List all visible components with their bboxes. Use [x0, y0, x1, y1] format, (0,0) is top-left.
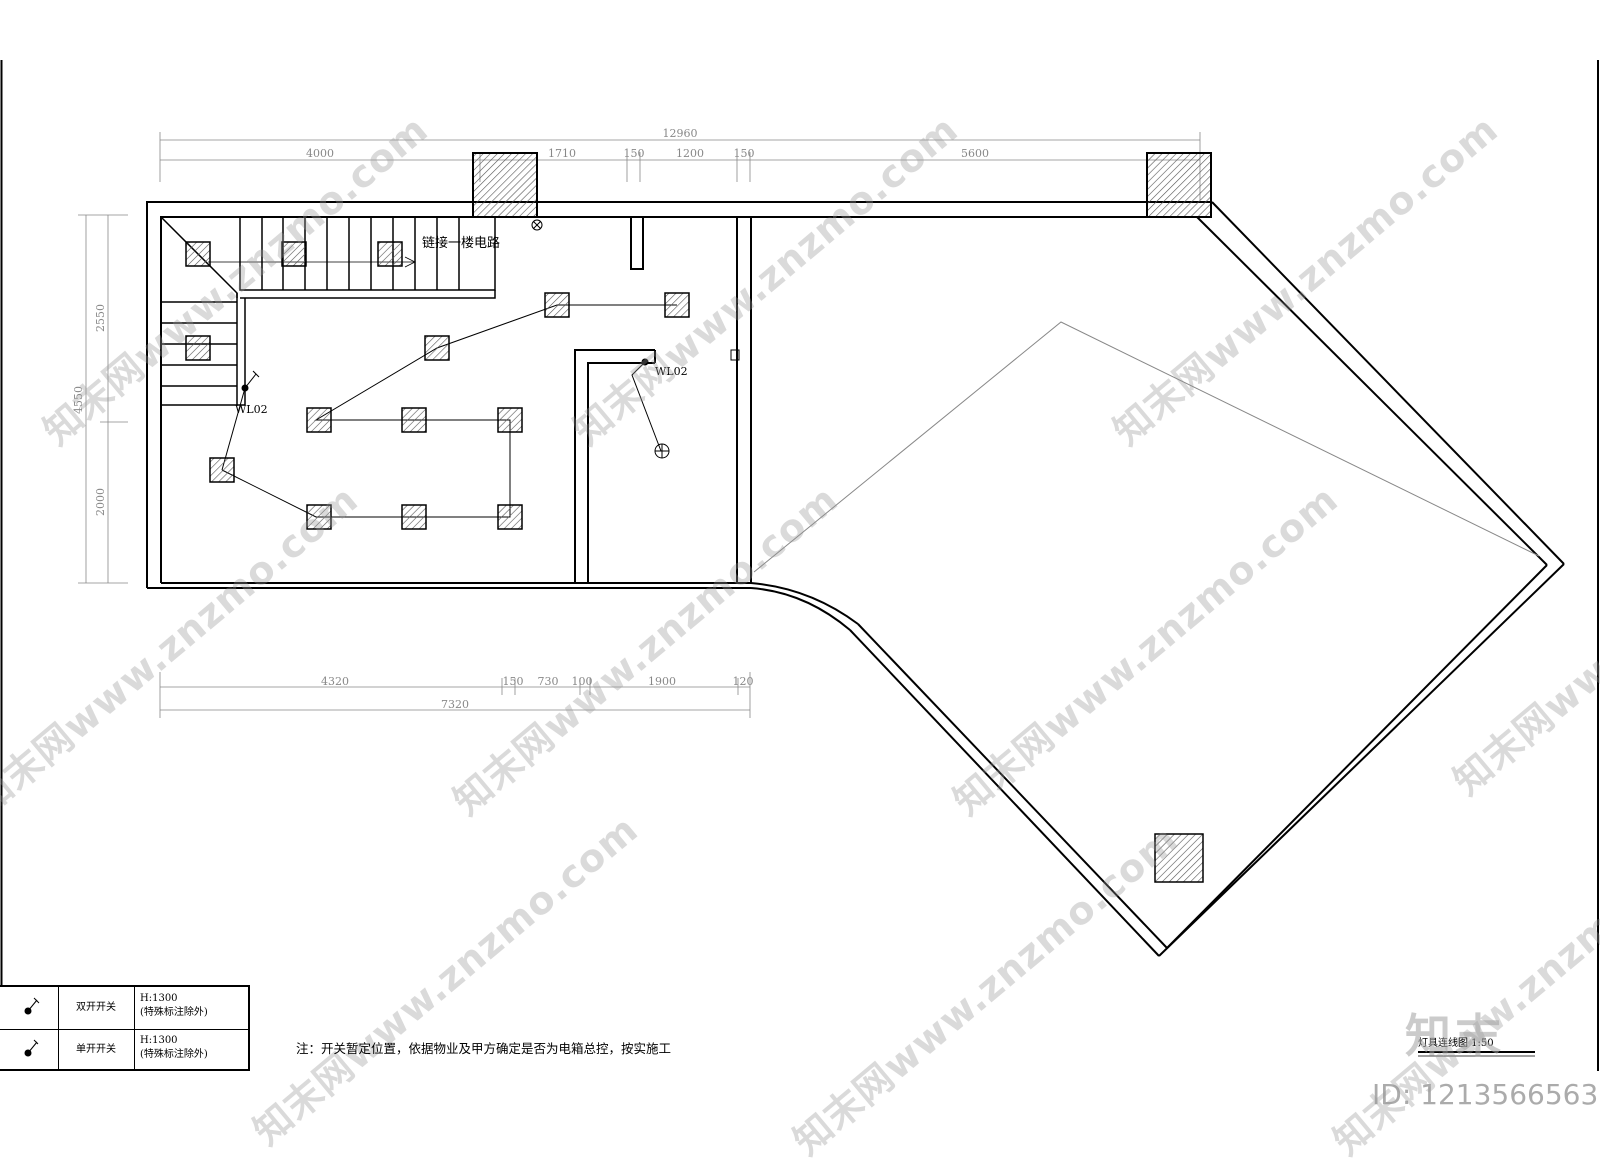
dim-top-seg-1: 4000	[306, 147, 334, 160]
columns	[472, 152, 1212, 883]
socket-icon	[654, 443, 670, 459]
dim-bottom-overall: 7320	[441, 698, 469, 711]
dim-left-seg-2: 2000	[94, 488, 107, 516]
stair-circuit-label: 链接一楼电路	[422, 235, 500, 251]
dim-bottom-seg-1: 4320	[321, 675, 349, 688]
floor-plan-drawing: 12960 4000 1710 150 1200 150 5600 4550 2…	[0, 60, 1599, 1071]
drawing-title: 灯具连线图 1:50	[1418, 1038, 1494, 1049]
light-fixture	[185, 241, 211, 267]
bottom-dimensions	[159, 672, 751, 718]
legend-row: 单开开关 H:1300 (特殊标注除外)	[0, 1029, 248, 1071]
dim-top-seg-4: 1200	[676, 147, 704, 160]
light-fixture	[281, 241, 307, 267]
walls	[146, 201, 1565, 957]
legend-row: 双开开关 H:1300 (特殊标注除外)	[0, 987, 248, 1030]
legend-remark: H:1300 (特殊标注除外)	[140, 993, 208, 1018]
dim-left-overall: 4550	[72, 386, 85, 414]
watermark-id: ID: 1213566563	[1372, 1078, 1599, 1111]
legend-symbol-cell	[0, 987, 59, 1029]
light-fixture	[497, 504, 523, 530]
legend-remark: H:1300 (特殊标注除外)	[140, 1035, 208, 1060]
dim-left-seg-1: 2550	[94, 304, 107, 332]
light-fixture	[377, 241, 403, 267]
double-switch-icon	[24, 997, 40, 1015]
light-fixture	[306, 407, 332, 433]
dim-bottom-seg-3: 730	[538, 675, 559, 688]
switch-symbols	[241, 358, 649, 392]
dim-bottom-seg-6: 120	[733, 675, 754, 688]
wiring	[221, 304, 677, 518]
dim-top-seg-6: 5600	[961, 147, 989, 160]
light-fixture	[401, 504, 427, 530]
left-dimensions	[78, 214, 128, 584]
dim-top-seg-3: 150	[624, 147, 645, 160]
legend-table: 双开开关 H:1300 (特殊标注除外) 单开开关 H:1300 (特殊标注除外…	[0, 985, 250, 1071]
dim-top-overall: 12960	[663, 127, 698, 140]
light-fixture	[424, 335, 450, 361]
light-fixture	[401, 407, 427, 433]
dim-bottom-seg-4: 100	[572, 675, 593, 688]
switch-label-left: WL02	[235, 403, 268, 416]
switch-label-right: WL02	[655, 365, 688, 378]
legend-name: 双开开关	[58, 987, 135, 1029]
dim-top-seg-5: 150	[734, 147, 755, 160]
light-fixture	[185, 335, 211, 361]
light-fixture	[209, 457, 235, 483]
light-fixture	[497, 407, 523, 433]
dim-bottom-seg-2: 150	[503, 675, 524, 688]
watermark-logo: 知末	[1405, 1009, 1505, 1063]
light-fixture	[306, 504, 332, 530]
dim-bottom-seg-5: 1900	[648, 675, 676, 688]
construction-note: 注：开关暂定位置，依据物业及甲方确定是否为电箱总控，按实施工	[296, 1041, 672, 1056]
legend-symbol-cell	[0, 1029, 59, 1071]
switch-icon	[641, 358, 649, 366]
ceiling-outlet-icon	[531, 219, 543, 231]
legend-name: 单开开关	[58, 1029, 135, 1071]
dim-top-seg-2: 1710	[548, 147, 576, 160]
guideline	[753, 321, 1540, 573]
light-fixtures	[185, 241, 690, 530]
single-switch-icon	[24, 1039, 39, 1057]
light-fixture	[664, 292, 690, 318]
light-fixture	[544, 292, 570, 318]
